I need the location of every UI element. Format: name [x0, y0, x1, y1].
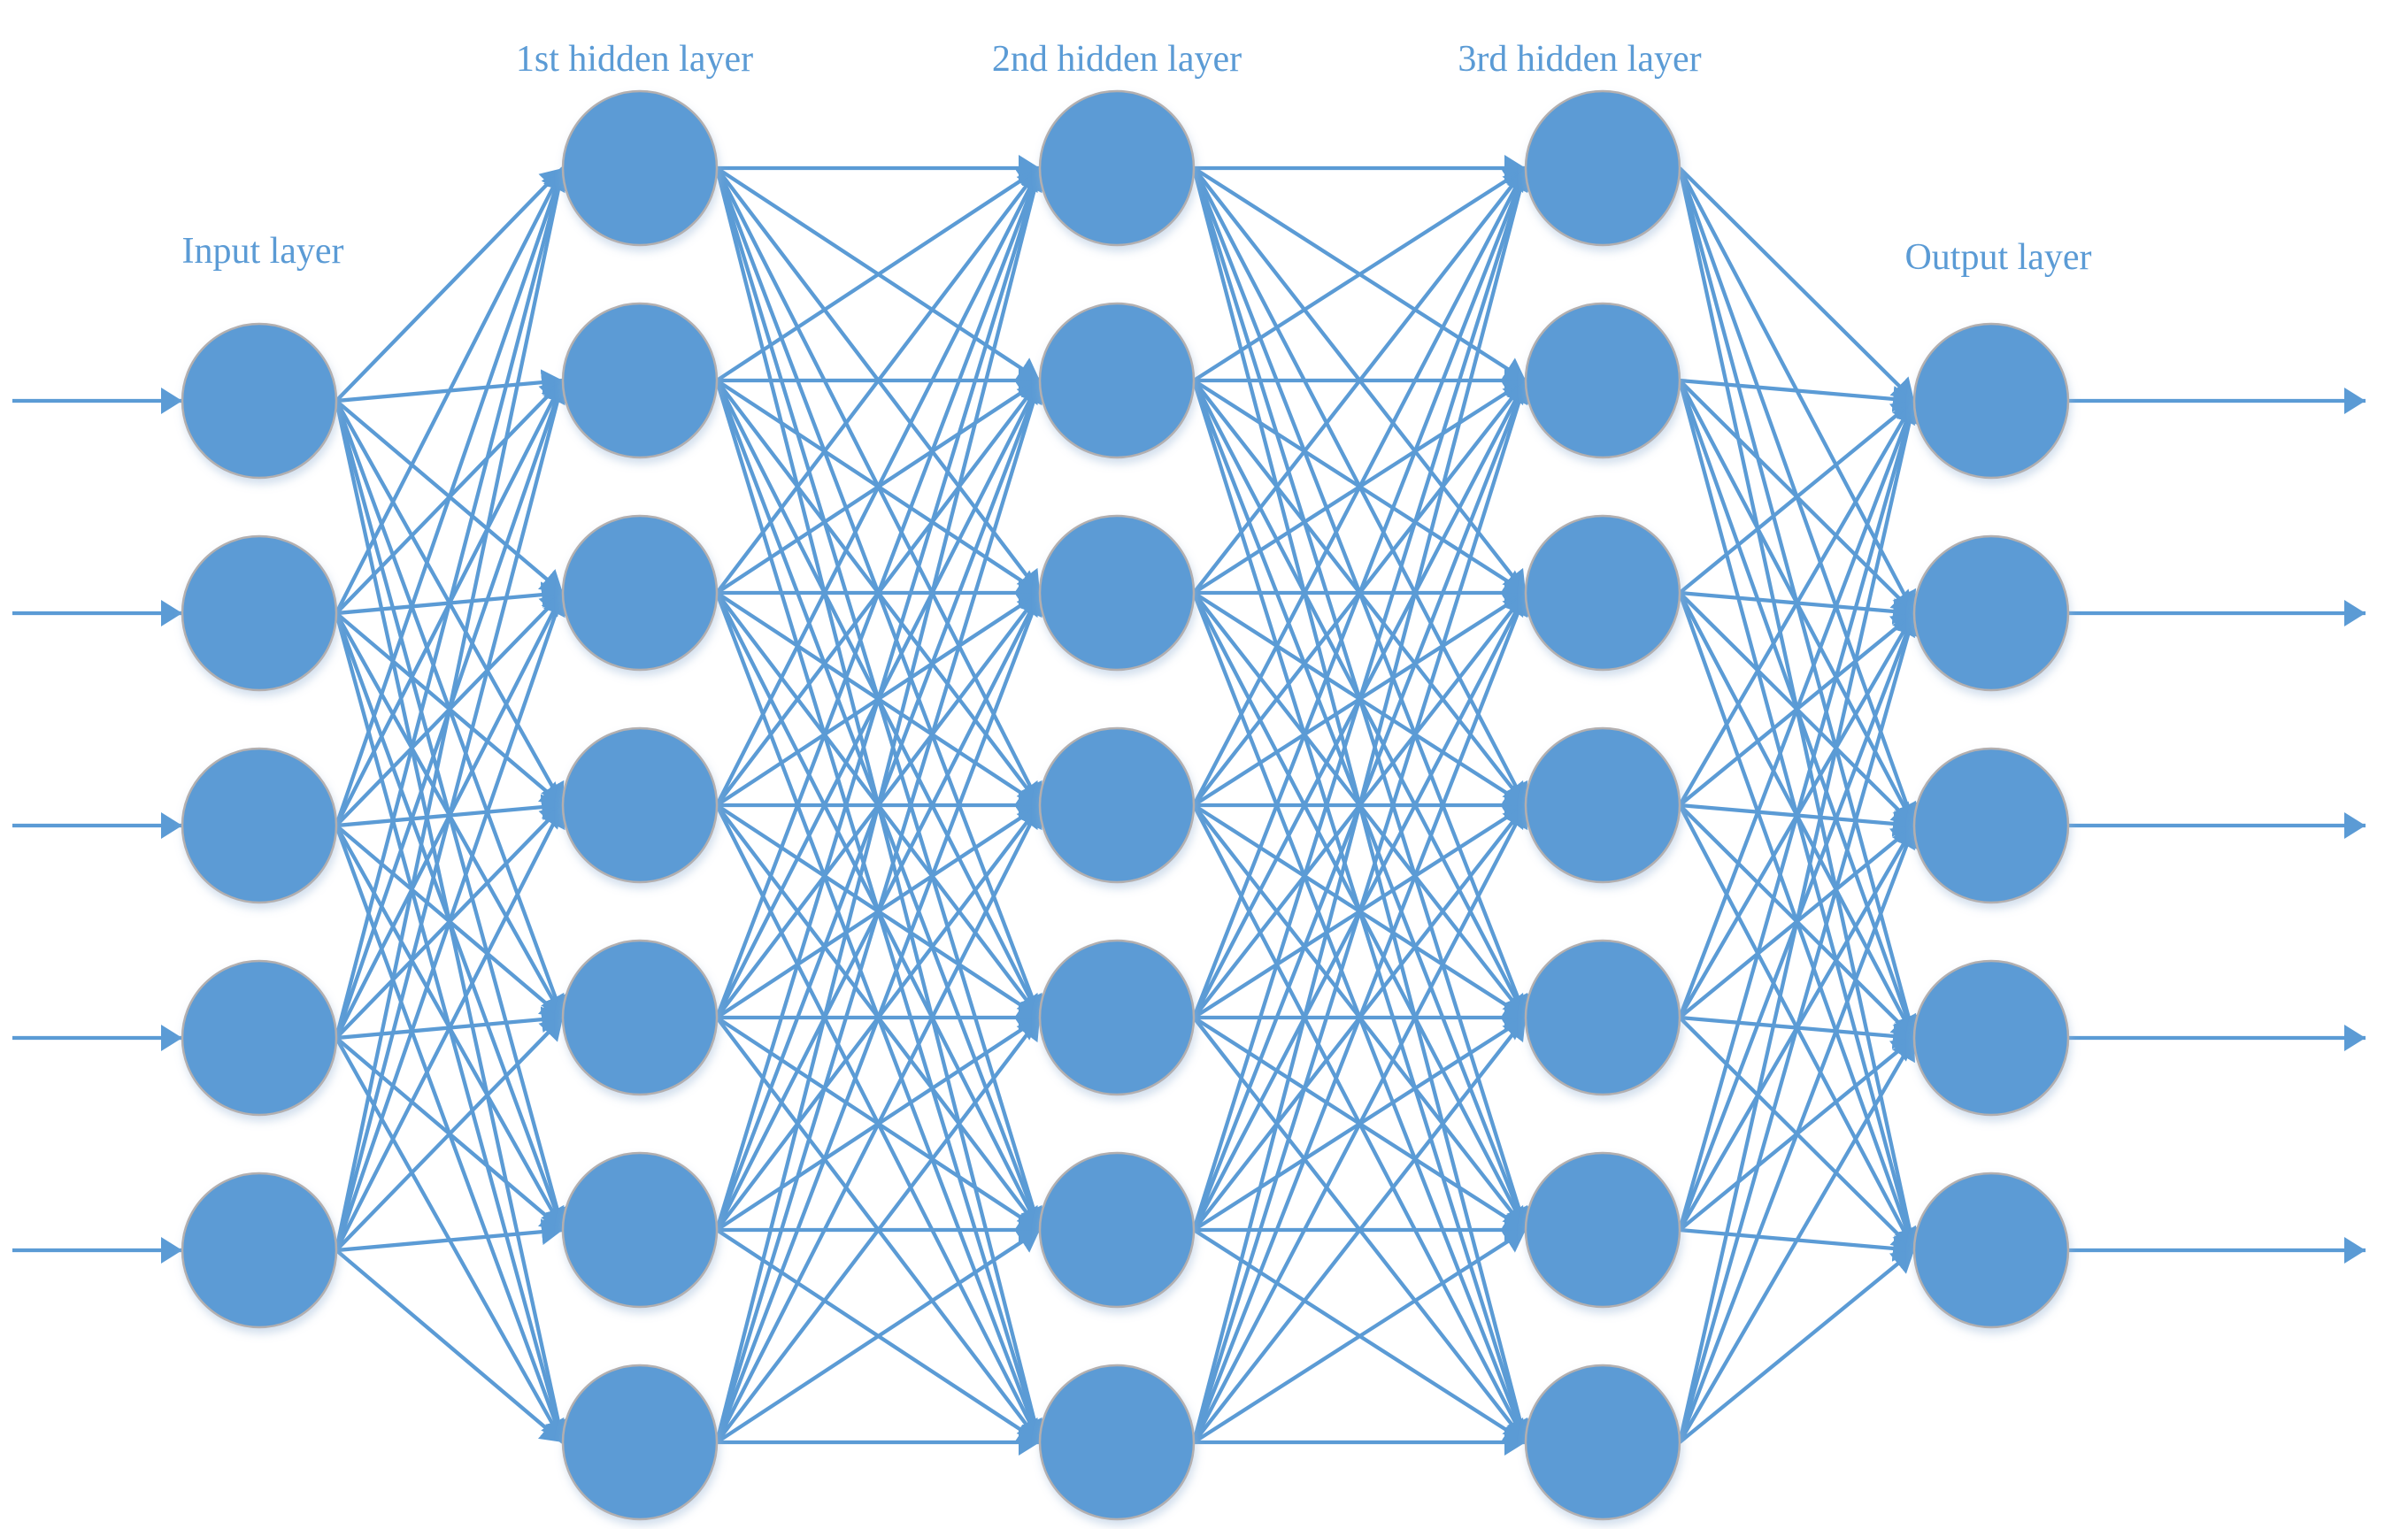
neuron-node-input — [181, 747, 338, 904]
connection-line — [1191, 592, 1531, 1443]
neuron-node-hidden1 — [561, 1151, 719, 1309]
connection-line — [1677, 400, 1923, 1443]
connection-line — [714, 167, 1048, 1443]
neuron-node-input — [181, 534, 338, 692]
neuron-node-hidden2 — [1038, 726, 1196, 884]
neuron-node-output — [1912, 1172, 2070, 1329]
neuron-node-hidden2 — [1038, 89, 1196, 247]
neuron-node-hidden1 — [561, 89, 719, 247]
connection-line — [1679, 378, 1915, 412]
connection-line — [714, 167, 1047, 1231]
connection-line — [1678, 399, 1916, 807]
connection-line — [715, 1016, 1042, 1444]
connection-line — [1191, 167, 1531, 1018]
connection-line — [714, 167, 1045, 1018]
connection-line — [1678, 166, 1916, 403]
neuron-node-hidden2 — [1038, 514, 1196, 672]
neuron-node-hidden1 — [561, 302, 719, 459]
neuron-node-output — [1912, 534, 2070, 692]
connection-line — [334, 380, 571, 1251]
neuron-nodes — [181, 89, 2070, 1521]
connection-line — [715, 167, 1042, 806]
neuron-node-output — [1912, 747, 2070, 904]
connection-line — [1677, 400, 1919, 1018]
neuron-node-input — [181, 322, 338, 480]
layer-label-hidden3: 3rd hidden layer — [1458, 39, 1701, 80]
neuron-node-hidden2 — [1038, 939, 1196, 1096]
connection-line — [335, 167, 565, 614]
connection-line — [1192, 166, 1527, 595]
connection-line — [715, 804, 1042, 1443]
connection-lines — [334, 155, 1923, 1456]
connection-line — [715, 166, 1042, 595]
connection-line — [335, 1249, 565, 1444]
neuron-node-hidden1 — [561, 1364, 719, 1521]
neuron-node-hidden1 — [561, 939, 719, 1096]
neuron-node-hidden3 — [1524, 1151, 1681, 1309]
connection-line — [1192, 1016, 1527, 1444]
neuron-node-hidden3 — [1524, 939, 1681, 1096]
connection-line — [334, 167, 569, 826]
neuron-node-hidden3 — [1524, 726, 1681, 884]
connection-line — [334, 592, 569, 1251]
neuron-node-hidden3 — [1524, 1364, 1681, 1521]
connection-line — [1677, 825, 1919, 1443]
connection-line — [1678, 399, 1916, 595]
connection-line — [1192, 167, 1528, 806]
layer-label-output: Output layer — [1904, 237, 2091, 278]
neuron-node-hidden1 — [561, 726, 719, 884]
layer-label-hidden2: 2nd hidden layer — [992, 39, 1242, 80]
connection-line — [1677, 612, 1921, 1443]
connection-line — [714, 380, 1047, 1443]
connection-line — [1192, 166, 1527, 382]
neuron-node-output — [1912, 959, 2070, 1117]
io-arrows — [12, 388, 2366, 1264]
neuron-node-output — [1912, 322, 2070, 480]
connection-line — [714, 592, 1045, 1443]
connection-line — [1191, 167, 1533, 1231]
connection-line — [334, 167, 571, 1039]
connection-line — [1678, 1249, 1916, 1444]
connection-line — [1191, 167, 1534, 1443]
neuron-node-input — [181, 959, 338, 1117]
connection-line — [335, 1016, 565, 1252]
neuron-node-hidden1 — [561, 514, 719, 672]
connection-line — [1191, 380, 1533, 1443]
connection-line — [1192, 804, 1528, 1443]
connection-line — [1678, 1036, 1916, 1444]
neuron-node-hidden3 — [1524, 514, 1681, 672]
neuron-node-hidden2 — [1038, 302, 1196, 459]
connection-line — [715, 166, 1042, 382]
layer-labels: Input layer 1st hidden layer 2nd hidden la… — [181, 39, 2091, 278]
neuron-node-hidden2 — [1038, 1364, 1196, 1521]
connection-line — [1677, 400, 1921, 1231]
connection-line — [1192, 1228, 1527, 1444]
connection-line — [335, 1218, 564, 1253]
connection-line — [335, 804, 565, 1251]
neuron-node-hidden2 — [1038, 1151, 1196, 1309]
neuron-node-input — [181, 1172, 338, 1329]
connection-line — [334, 167, 572, 1251]
neuron-node-hidden3 — [1524, 302, 1681, 459]
neuron-node-hidden3 — [1524, 89, 1681, 247]
layer-label-hidden1: 1st hidden layer — [516, 39, 753, 80]
connection-line — [335, 166, 565, 403]
connection-line — [715, 1228, 1042, 1444]
layer-label-input: Input layer — [181, 231, 343, 272]
